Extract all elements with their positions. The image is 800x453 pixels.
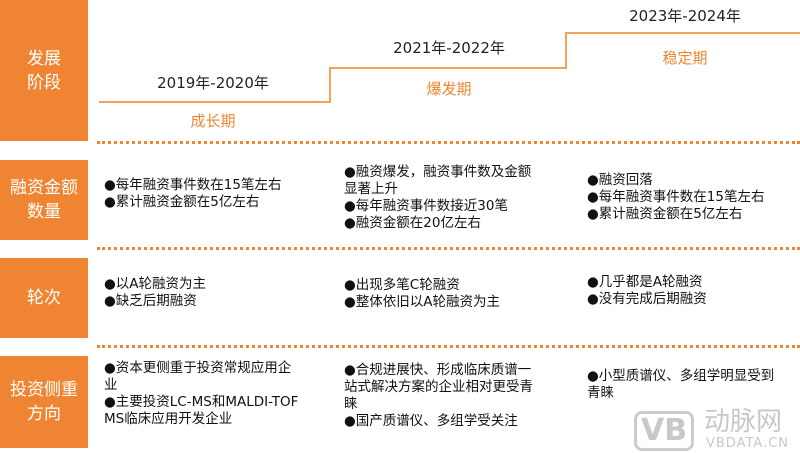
bullet: ●融资回落 [587, 172, 653, 188]
rounds-cell: ●出现多笔C轮融资 ●整体依旧以A轮融资为主 [344, 277, 554, 311]
bullet: ●累计融资金额在5亿左右 [104, 194, 260, 210]
divider [97, 141, 800, 144]
bullet: ●主要投资LC-MS和MALDI-TOF MS临床应用开发企业 [104, 394, 299, 427]
funding-cell: ●融资回落 ●每年融资事件数在15笔左右 ●累计融资金额在5亿左右 [587, 172, 787, 223]
funding-cell: ●融资爆发，融资事件数及金额显著上升 ●每年融资事件数接近30笔 ●融资金额在2… [344, 164, 544, 232]
divider [97, 247, 800, 250]
step-line-riser-1 [329, 68, 331, 103]
bullet: ●整体依旧以A轮融资为主 [344, 294, 501, 310]
focus-cell: ●合规进展快、形成临床质谱一站式解决方案的企业相对更受青睐 ●国产质谱仪、多组学… [344, 362, 544, 430]
watermark-name: 动脉网 [704, 407, 783, 437]
bullet: ●累计融资金额在5亿左右 [587, 206, 743, 222]
bullet: ●每年融资事件数接近30笔 [344, 198, 508, 214]
row-label-stage: 发展 阶段 [0, 0, 88, 141]
watermark-vb: VB [634, 411, 695, 451]
focus-cell: ●小型质谱仪、多组学明显受到青睐 [587, 368, 787, 402]
row-label-funding: 融资金额 数量 [0, 160, 88, 240]
bullet: ●国产质谱仪、多组学受关注 [344, 413, 518, 429]
rounds-cell: ●以A轮融资为主 ●缺乏后期融资 [104, 276, 304, 310]
bullet: ●小型质谱仪、多组学明显受到青睐 [587, 368, 775, 401]
step-line-2 [329, 67, 566, 69]
funding-cell: ●每年融资事件数在15笔左右 ●累计融资金额在5亿左右 [104, 177, 304, 211]
divider [97, 345, 800, 348]
bullet: ●融资金额在20亿左右 [344, 215, 481, 231]
bullet: ●缺乏后期融资 [104, 293, 197, 309]
stage-name: 稳定期 [662, 49, 708, 67]
step-line-riser-2 [565, 33, 567, 69]
row-label-rounds: 轮次 [0, 258, 88, 338]
stage-years: 2019年-2020年 [157, 74, 269, 92]
focus-cell: ●资本更侧重于投资常规应用企业 ●主要投资LC-MS和MALDI-TOF MS临… [104, 360, 304, 428]
watermark-logo: VB 动脉网 VBDATA.CN [634, 409, 800, 453]
step-line-3 [565, 32, 800, 34]
bullet: ●融资爆发，融资事件数及金额显著上升 [344, 164, 532, 197]
bullet: ●每年融资事件数在15笔左右 [587, 189, 765, 205]
bullet: ●出现多笔C轮融资 [344, 277, 460, 293]
row-label-focus: 投资侧重 方向 [0, 356, 88, 448]
stage-years: 2021年-2022年 [393, 39, 505, 57]
stage-years: 2023年-2024年 [629, 7, 741, 25]
bullet: ●几乎都是A轮融资 [587, 274, 703, 290]
stage-name: 成长期 [190, 112, 236, 130]
step-line-1 [99, 101, 330, 103]
rounds-cell: ●几乎都是A轮融资 ●没有完成后期融资 [587, 274, 787, 308]
bullet: ●没有完成后期融资 [587, 291, 707, 307]
watermark-url: VBDATA.CN [706, 436, 790, 451]
bullet: ●每年融资事件数在15笔左右 [104, 177, 282, 193]
bullet: ●资本更侧重于投资常规应用企业 [104, 360, 292, 393]
bullet: ●合规进展快、形成临床质谱一站式解决方案的企业相对更受青睐 [344, 362, 533, 412]
stage-name: 爆发期 [426, 80, 472, 98]
bullet: ●以A轮融资为主 [104, 276, 207, 292]
